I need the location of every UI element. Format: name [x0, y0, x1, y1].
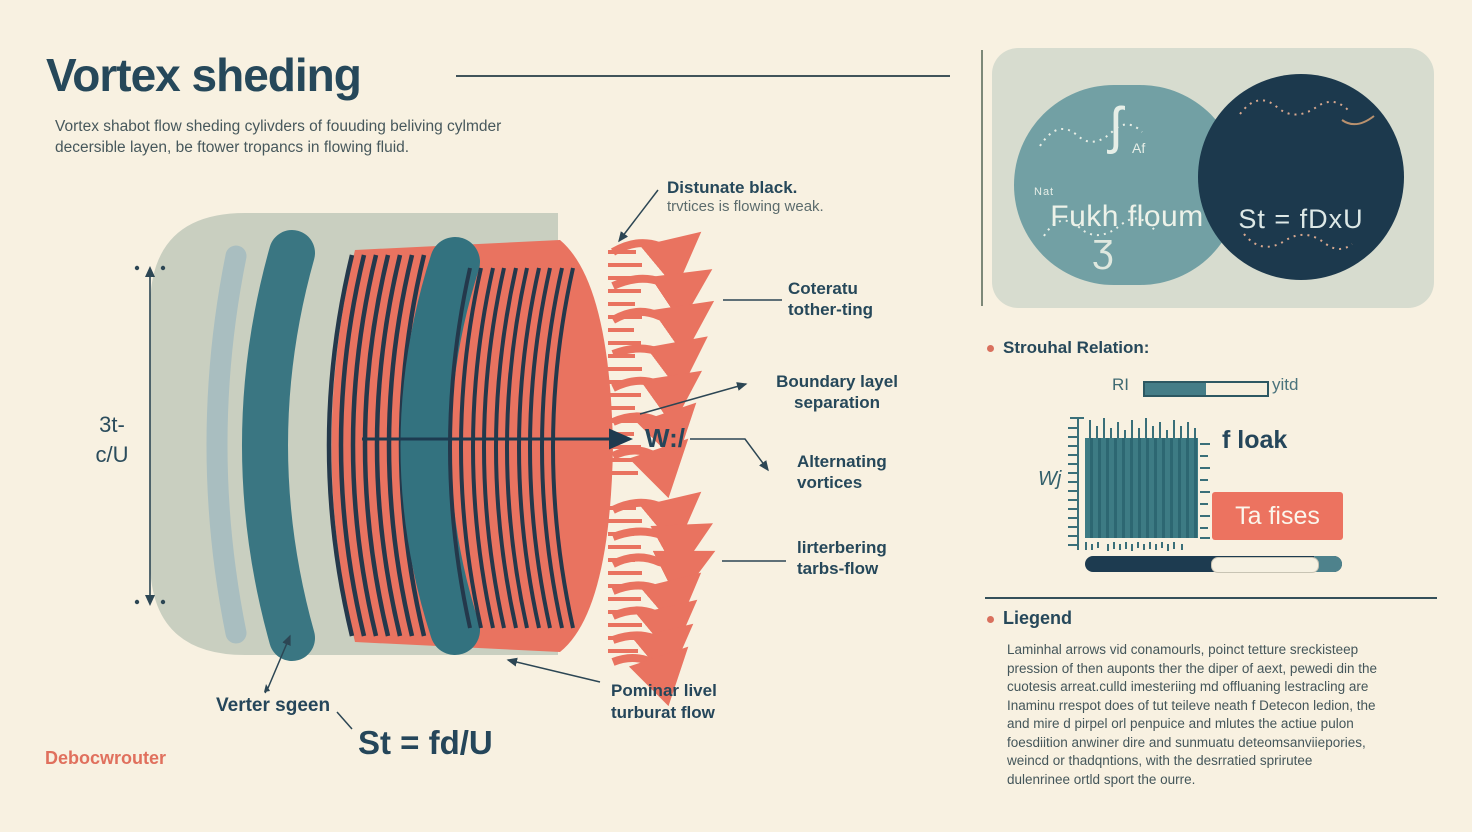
legend-bullet	[987, 616, 994, 623]
cylinder-teal-band	[242, 230, 315, 661]
label-alternating: Alternating vortices	[797, 452, 887, 492]
ri-bar-right-label: yitd	[1272, 375, 1299, 394]
legend-paragraph: Laminhal arrows vid conamourls, poinct t…	[1007, 641, 1425, 789]
label-distunate: Distunate black. trvtices is flowing wea…	[667, 177, 824, 215]
legend-line: foesdiition anwiner dire and sunmuatu de…	[1007, 734, 1366, 750]
page-subtitle: Vortex shabot flow sheding cylivders of …	[55, 116, 501, 158]
slider-tail	[1314, 556, 1342, 572]
squiggle-glyph: ʒ	[1092, 226, 1114, 270]
capsule-label: Fukh floum	[1050, 200, 1204, 233]
circle-formula: St = fDxU	[1238, 204, 1364, 234]
capsule-small-text: Nat	[1034, 186, 1055, 198]
legend-divider	[985, 597, 1437, 599]
label-verter: Verter sgeen	[216, 695, 331, 716]
strouhal-texture-plot	[1085, 438, 1198, 538]
legend-line: pression of then auponts ther the diper …	[1007, 660, 1377, 676]
formula-card-circle	[1198, 74, 1404, 280]
legend-line: weincd or thadqntions, with the desrrati…	[1007, 753, 1313, 768]
strouhal-heading: Strouhal Relation:	[1003, 338, 1150, 357]
legend-line: dulenrinee ortld sport the ourre.	[1007, 771, 1196, 787]
slider-thumb[interactable]	[1211, 557, 1319, 573]
ri-progress-bar	[1143, 381, 1269, 397]
label-pominar: Pominar livel turburat flow	[611, 681, 717, 722]
label-flow-w: W:/	[645, 423, 685, 453]
label-boundary: Boundary layel separation	[776, 372, 898, 412]
plot-title: f loak	[1222, 426, 1288, 454]
legend-line: Laminhal arrows vid conamourls, poinct t…	[1007, 642, 1359, 657]
title-rule	[456, 75, 950, 77]
leader-lines	[264, 189, 786, 730]
vortex-stripes-outer	[448, 267, 575, 629]
legend-line: and mire d pirpel orl penpuice and mlute…	[1007, 716, 1354, 731]
label-dimension: 3t- c/U	[95, 412, 129, 467]
formula-card-squiggles	[1039, 99, 1375, 250]
plot-axis-label: Wj	[1038, 468, 1062, 490]
page-title: Vortex sheding	[46, 49, 362, 101]
legend-line: cuotesis arreat.culld imesteriing md off…	[1007, 679, 1369, 694]
strouhal-formula: St = fd/U	[358, 724, 493, 761]
vertical-divider	[981, 50, 983, 306]
label-distunate-sub: trvtices is flowing weak.	[667, 198, 824, 215]
ri-progress-fill	[1145, 383, 1206, 395]
ta-fises-button[interactable]: Ta fises	[1212, 492, 1343, 540]
legend-line: Inaminu rrespot does of tut teileve neat…	[1007, 697, 1376, 713]
dimension-arrow	[134, 265, 166, 606]
strouhal-bullet	[987, 345, 994, 352]
integral-subscript: Af	[1132, 140, 1146, 156]
plot-axes-ticks	[1068, 417, 1210, 551]
ri-bar-left-label: RI	[1112, 375, 1129, 394]
vortex-arrows-top	[610, 231, 715, 499]
subtitle-line-1: Vortex shabot flow sheding cylivders of …	[55, 118, 502, 135]
vortex-diagram	[134, 189, 786, 730]
brand-watermark: Debocwrouter	[45, 748, 167, 768]
label-distunate-title: Distunate black.	[667, 178, 798, 197]
strouhal-slider[interactable]	[1085, 556, 1342, 573]
legend-heading: Liegend	[1003, 608, 1073, 628]
cylinder-light-band	[206, 245, 247, 644]
formula-card: Nat ʃ Af ʒ Fukh floum St = fDxU	[992, 48, 1434, 308]
label-coteratu: Coteratu tother-ting	[788, 279, 873, 319]
integral-glyph: ʃ	[1110, 97, 1122, 155]
label-irterbering: lirterbering tarbs-flow	[797, 538, 887, 578]
cylinder-teal-band-mid	[400, 237, 480, 655]
subtitle-line-2: decersible layen, be ftower tropancs in …	[55, 139, 410, 156]
vortex-arrows-bottom	[611, 491, 716, 707]
